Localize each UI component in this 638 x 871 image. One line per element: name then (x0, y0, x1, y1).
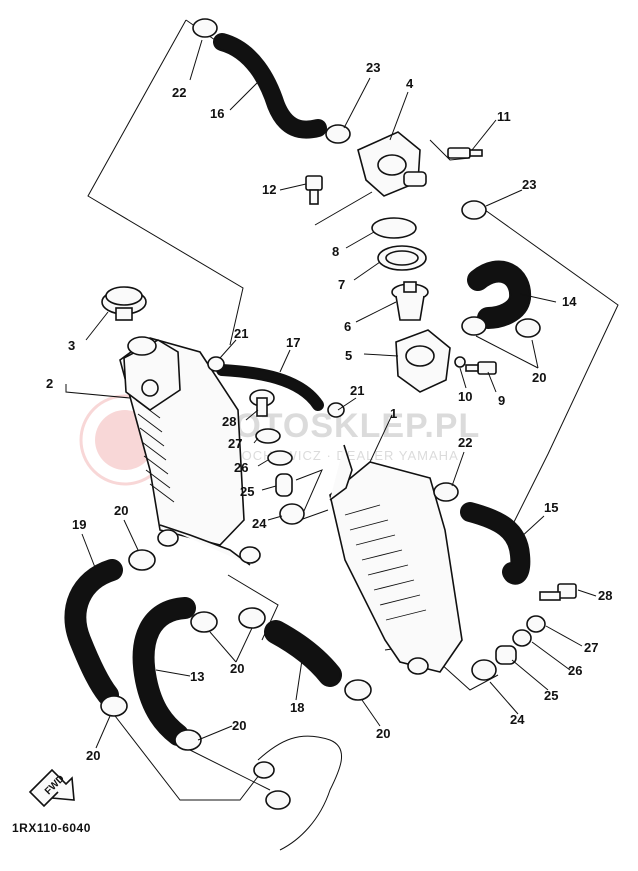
callout-19: 19 (72, 517, 86, 532)
callout-20: 20 (532, 370, 546, 385)
callout-20: 20 (86, 748, 100, 763)
grommet-24-left (279, 503, 305, 525)
radiator-neck (127, 336, 157, 356)
callout-23: 23 (366, 60, 380, 75)
callout-26: 26 (234, 460, 248, 475)
washer-26-right (512, 629, 532, 647)
hose-clamps (100, 18, 541, 751)
clamp-23-left (325, 124, 351, 144)
outline-bottom-left (111, 711, 264, 801)
callout-23: 23 (522, 177, 536, 192)
clamp-22-top (192, 18, 218, 38)
clamp-21-right (327, 402, 345, 418)
bolt-9 (465, 361, 497, 375)
washer-10 (454, 356, 466, 368)
callout-9: 9 (498, 393, 505, 408)
clamp-20-upper-a (461, 316, 487, 336)
outline-thermo-link (314, 191, 373, 226)
callout-24: 24 (510, 712, 525, 727)
gasket-7 (377, 245, 427, 271)
callout-28: 28 (222, 414, 236, 429)
callout-18: 18 (290, 700, 304, 715)
callout-6: 6 (344, 319, 351, 334)
callout-14: 14 (562, 294, 577, 309)
callout-21: 21 (234, 326, 248, 341)
clamp-20-upper-b (515, 318, 541, 338)
callout-17: 17 (286, 335, 300, 350)
callout-20: 20 (114, 503, 128, 518)
bolt-28-left (249, 389, 275, 417)
callout-24: 24 (252, 516, 267, 531)
clamp-20-lower-right (344, 679, 372, 701)
clamp-20-mid-b (238, 607, 266, 629)
callout-20: 20 (232, 718, 246, 733)
thermostat-cover-5 (395, 329, 451, 393)
outline-mount-link (295, 469, 329, 521)
outline-bottom-link (179, 744, 271, 791)
clamp-20-bottom (174, 729, 202, 751)
callout-15: 15 (544, 500, 558, 515)
washer-26-left (267, 450, 293, 466)
callout-7: 7 (338, 277, 345, 292)
clamp-20-left (128, 549, 156, 571)
hoses (64, 33, 532, 746)
callout-4: 4 (406, 76, 414, 91)
o-ring-8 (371, 217, 417, 239)
callout-2: 2 (46, 376, 53, 391)
diagram-code: 1RX110-6040 (12, 821, 91, 835)
callout-27: 27 (584, 640, 598, 655)
callout-5: 5 (345, 348, 352, 363)
callout-labels: 22 16 23 4 11 12 23 8 7 14 3 6 21 17 5 2… (46, 60, 612, 763)
outline-upper-left (87, 19, 244, 346)
thermostat-housing (357, 131, 427, 197)
callout-leaders (65, 39, 597, 749)
bolt-28-right (539, 583, 577, 601)
callout-20: 20 (230, 661, 244, 676)
clamp-20-lower-left (100, 695, 128, 717)
clamp-21-left (207, 356, 225, 372)
callout-11: 11 (497, 109, 511, 124)
bolt-12 (305, 175, 323, 205)
callout-8: 8 (332, 244, 339, 259)
radiator-right (329, 444, 463, 675)
callout-28: 28 (598, 588, 612, 603)
outline-right (477, 204, 619, 531)
callout-3: 3 (68, 338, 75, 353)
engine-fragment (253, 735, 343, 851)
radiator-cap (101, 286, 147, 321)
collar-25-left (275, 473, 293, 497)
callout-12: 12 (262, 182, 276, 197)
callout-10: 10 (458, 389, 472, 404)
radiator-left (119, 336, 261, 566)
callout-20: 20 (376, 726, 390, 741)
fwd-arrow: FWD (28, 768, 75, 808)
callout-27: 27 (228, 436, 242, 451)
callout-22: 22 (172, 85, 186, 100)
clamp-20-mid-a (190, 611, 218, 633)
thermostat-6 (391, 281, 429, 321)
callout-26: 26 (568, 663, 582, 678)
clamp-22-right (433, 482, 459, 502)
washer-27-left (255, 428, 281, 444)
callout-13: 13 (190, 669, 204, 684)
callout-25: 25 (240, 484, 254, 499)
collar-25-right (495, 645, 517, 665)
washer-27-right (526, 615, 546, 633)
callout-25: 25 (544, 688, 558, 703)
grommet-24-right (471, 659, 497, 681)
callout-21: 21 (350, 383, 364, 398)
callout-16: 16 (210, 106, 224, 121)
callout-1: 1 (390, 406, 397, 421)
clamp-23-right (461, 200, 487, 220)
bolt-11 (447, 147, 483, 159)
callout-22: 22 (458, 435, 472, 450)
